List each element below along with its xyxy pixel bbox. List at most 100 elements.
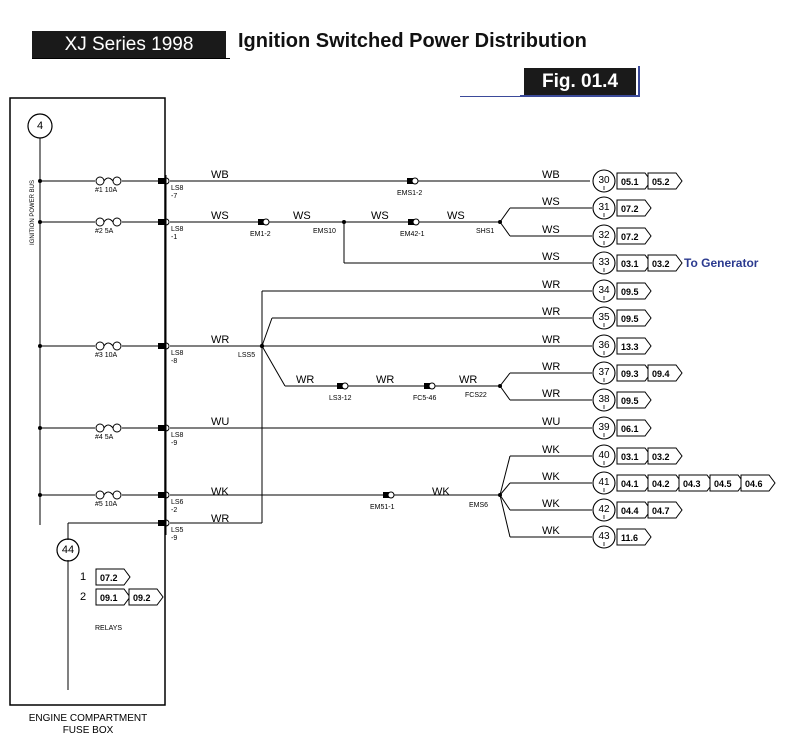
connector-id: LS8 xyxy=(171,350,184,357)
connector-pin: -9 xyxy=(171,440,177,447)
splice-label: EMS6 xyxy=(469,502,488,509)
relays-label: RELAYS xyxy=(95,625,122,632)
page-ref-text: 09.5 xyxy=(621,396,639,406)
output-node-number: 36 xyxy=(598,340,610,351)
output-page-ref: 03.2 xyxy=(647,254,683,272)
page-ref-text: 09.2 xyxy=(133,593,151,603)
output-page-ref: 03.1 xyxy=(616,254,652,272)
inline-connector xyxy=(407,178,413,184)
relay-page-ref: 09.1 xyxy=(95,588,131,606)
fusebox-connector: LS8-1 xyxy=(158,218,184,241)
splice-label: FC5-46 xyxy=(413,395,436,402)
connector-pin: -8 xyxy=(171,358,177,365)
inline-connector xyxy=(408,219,414,225)
page-ref-text: 05.1 xyxy=(621,177,639,187)
fusebox-connector: LS5-9 xyxy=(158,519,184,542)
output-node-number: 39 xyxy=(598,422,610,433)
header-rule xyxy=(32,58,230,59)
figure-rule xyxy=(460,96,524,97)
page-ref-text: 13.3 xyxy=(621,342,639,352)
page-ref-text: 04.6 xyxy=(745,479,763,489)
output-node: 30 xyxy=(592,169,616,193)
output-node-number: 42 xyxy=(598,504,610,515)
series-badge: XJ Series 1998 xyxy=(32,31,226,59)
output-page-ref: 04.4 xyxy=(616,501,652,519)
wire-label: WS xyxy=(542,251,560,263)
output-page-ref: 07.2 xyxy=(616,199,652,217)
output-node-number: 31 xyxy=(598,202,610,213)
splice-label: FCS22 xyxy=(465,392,487,399)
splice-label: LSS5 xyxy=(238,352,255,359)
output-node-number: 41 xyxy=(598,477,610,488)
splice-label: EM42-1 xyxy=(400,231,425,238)
page-ref-text: 03.2 xyxy=(652,259,670,269)
page-ref-text: 04.5 xyxy=(714,479,732,489)
wire-label: WU xyxy=(211,416,229,428)
wire-label: WU xyxy=(542,416,560,428)
wire-label: WR xyxy=(459,374,477,386)
fuse-label: #1 10A xyxy=(95,187,118,194)
relay-page-ref: 07.2 xyxy=(95,568,131,586)
output-node: 34 xyxy=(592,279,616,303)
output-page-ref: 11.6 xyxy=(616,528,652,546)
relay-node-circle xyxy=(56,538,80,562)
inline-connector xyxy=(337,383,343,389)
connector-id: LS8 xyxy=(171,432,184,439)
output-page-ref: 04.1 xyxy=(616,474,652,492)
page-ref-text: 09.4 xyxy=(652,369,670,379)
wire-label: WR xyxy=(376,374,394,386)
wire-label: WB xyxy=(211,169,229,181)
connector-id: LS8 xyxy=(171,185,184,192)
output-node: 31 xyxy=(592,196,616,220)
fusebox-connector: LS6-2 xyxy=(158,491,184,514)
fuse-symbol: #1 10A xyxy=(95,176,122,194)
splice-label: EMS1-2 xyxy=(397,190,422,197)
wire-label: WB xyxy=(542,169,560,181)
output-page-ref: 04.5 xyxy=(709,474,745,492)
output-page-ref: 03.2 xyxy=(647,447,683,465)
page-ref-text: 03.1 xyxy=(621,259,639,269)
output-node: 40 xyxy=(592,444,616,468)
figure-number: Fig. 01.4 xyxy=(524,68,636,95)
output-node-number: 34 xyxy=(598,285,610,296)
page-ref-text: 03.1 xyxy=(621,452,639,462)
wire-label: WR xyxy=(542,388,560,400)
output-node-number: 43 xyxy=(598,531,610,542)
wire-label: WS xyxy=(371,210,389,222)
ignition-bus-label: IGNITION POWER BUS xyxy=(30,180,36,245)
fuse-box-outline xyxy=(9,97,166,706)
output-node-number: 40 xyxy=(598,450,610,461)
wire-label: WR xyxy=(542,334,560,346)
bus-node-number: 4 xyxy=(37,120,43,132)
splice-label: SHS1 xyxy=(476,228,494,235)
fusebox-connector: LS8-9 xyxy=(158,424,184,447)
output-page-ref: 04.6 xyxy=(740,474,776,492)
wire-label: WS xyxy=(211,210,229,222)
output-node: 43 xyxy=(592,525,616,549)
page-ref-text: 09.5 xyxy=(621,287,639,297)
connector-id: LS5 xyxy=(171,527,184,534)
output-node-number: 32 xyxy=(598,230,610,241)
output-page-ref: 06.1 xyxy=(616,419,652,437)
fuse-symbol: #5 10A xyxy=(95,490,122,508)
page-ref-text: 09.1 xyxy=(100,593,118,603)
wire-label: WS xyxy=(542,196,560,208)
splice-dot xyxy=(498,384,502,388)
wire-label: WR xyxy=(296,374,314,386)
splice-dot xyxy=(498,493,502,497)
fuse-symbol: #3 10A xyxy=(95,341,122,359)
splice-dot xyxy=(38,426,42,430)
page-ref-text: 03.2 xyxy=(652,452,670,462)
page-ref-text: 07.2 xyxy=(100,573,118,583)
inline-connector xyxy=(424,383,430,389)
wire-label: WS xyxy=(447,210,465,222)
output-node: 32 xyxy=(592,224,616,248)
connector-pin: -9 xyxy=(171,535,177,542)
output-page-ref: 03.1 xyxy=(616,447,652,465)
splice-dot xyxy=(38,493,42,497)
output-node: 41 xyxy=(592,471,616,495)
fuse-label: #2 5A xyxy=(95,228,114,235)
output-page-ref: 13.3 xyxy=(616,337,652,355)
wire-label: WS xyxy=(542,224,560,236)
wire-label: WK xyxy=(211,486,229,498)
